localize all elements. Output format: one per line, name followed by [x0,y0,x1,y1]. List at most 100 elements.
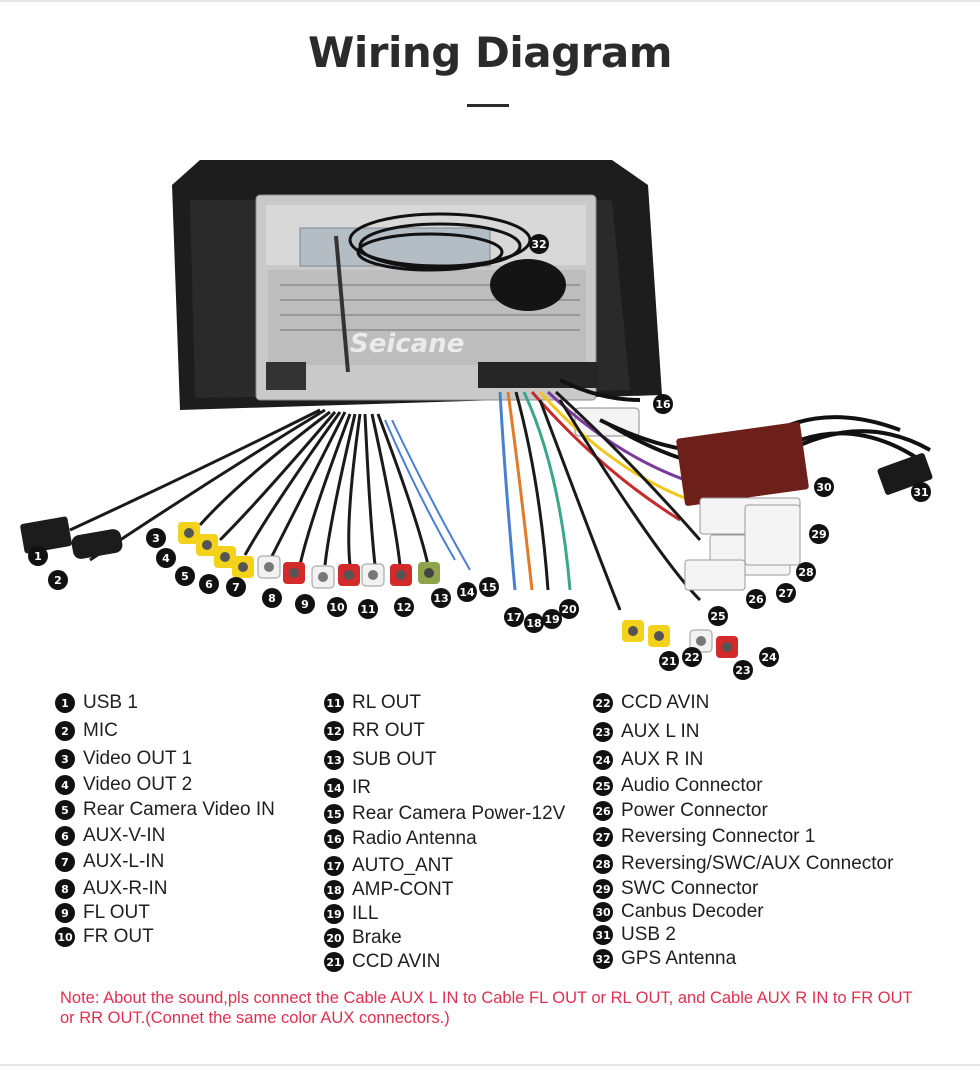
number-badge: 29 [593,879,613,899]
number-badge: 5 [55,800,75,820]
callout-12: 12 [394,597,414,617]
legend-item: 27 Reversing Connector 1 [593,826,815,848]
callout-21: 21 [659,651,679,671]
svg-text:9: 9 [301,598,309,611]
legend-label: AUX R IN [621,749,704,770]
callout-20: 20 [559,599,579,619]
legend-label: FL OUT [83,902,150,923]
number-badge: 14 [324,778,344,798]
number-badge: 11 [324,693,344,713]
number-badge: 12 [324,721,344,741]
rca-aux-v-in [232,556,254,578]
number-badge: 19 [324,904,344,924]
legend-label: USB 2 [621,924,676,945]
top-divider [0,0,980,2]
rca-fl-out [311,565,335,589]
svg-text:14: 14 [459,586,475,599]
rca-rr-out [390,564,412,586]
legend-label: AUTO_ANT [352,855,454,876]
callout-2: 2 [48,570,68,590]
callout-24: 24 [759,647,779,667]
usb2-connector [877,453,933,495]
callout-18: 18 [524,613,544,633]
callout-28: 28 [796,562,816,582]
sound-connection-note: Note: About the sound,pls connect the Ca… [60,989,913,1027]
usb1-connector [20,516,72,554]
callout-17: 17 [504,607,524,627]
legend-label: Reversing Connector 1 [621,826,816,847]
svg-text:5: 5 [181,570,189,583]
bottom-divider [0,1064,980,1066]
rca-video-out-2 [196,534,218,556]
number-badge: 32 [593,949,613,969]
callout-30: 30 [814,477,834,497]
callout-25: 25 [708,606,728,626]
canbus-decoder [676,421,809,506]
mic-connector [71,529,123,559]
callout-10: 10 [327,597,347,617]
svg-text:19: 19 [544,613,559,626]
legend-label: Video OUT 2 [83,774,193,795]
legend-label: RL OUT [352,692,421,713]
callout-6: 6 [199,574,219,594]
legend-label: Radio Antenna [352,828,477,849]
number-badge: 27 [593,827,613,847]
legend-label: Canbus Decoder [621,901,764,922]
number-badge: 7 [55,852,75,872]
middle-harness [498,390,702,611]
legend-label: AUX-V-IN [83,825,166,846]
svg-text:23: 23 [735,664,750,677]
svg-text:25: 25 [710,610,725,623]
callout-16: 16 [653,394,673,414]
callout-8: 8 [262,588,282,608]
svg-text:1: 1 [34,550,42,563]
number-badge: 17 [324,856,344,876]
rca-aux-l-in-2 [689,629,713,653]
legend-label: Video OUT 1 [83,748,193,769]
svg-text:10: 10 [329,601,345,614]
svg-text:22: 22 [684,651,699,664]
callout-4: 4 [156,548,176,568]
watermark-text: Seicane [350,329,464,359]
svg-text:15: 15 [481,581,496,594]
svg-text:28: 28 [798,566,813,579]
svg-text:3: 3 [152,532,160,545]
legend-label: AUX-R-IN [83,878,168,899]
number-badge: 13 [324,750,344,770]
svg-text:2: 2 [54,574,62,587]
head-unit: Seicane [172,160,662,410]
svg-text:4: 4 [162,552,170,565]
legend-item: 18 AMP-CONT [324,879,453,901]
left-harness [69,408,430,566]
svg-text:26: 26 [748,593,764,606]
legend-label: ILL [352,903,379,924]
svg-text:17: 17 [506,611,521,624]
svg-text:7: 7 [232,581,240,594]
number-badge: 18 [324,880,344,900]
title-underline [467,104,509,107]
legend-label: AMP-CONT [352,879,454,900]
rca-ccd-avin-2 [648,625,670,647]
callout-29: 29 [809,524,829,544]
legend-label: AUX L IN [621,721,700,742]
legend-label: USB 1 [83,692,138,713]
svg-text:29: 29 [811,528,826,541]
